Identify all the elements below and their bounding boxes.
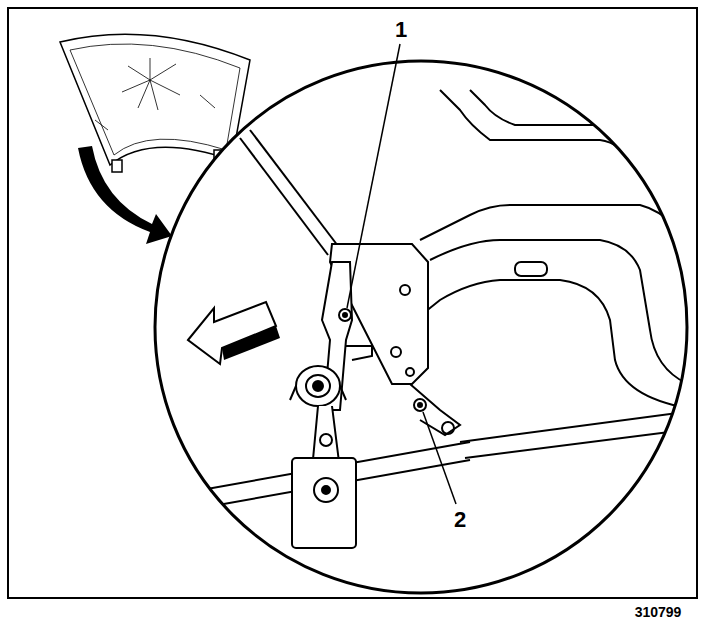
leader-line bbox=[423, 412, 456, 504]
callout-number: 2 bbox=[452, 508, 468, 532]
direction-arrow bbox=[78, 146, 172, 244]
figure-number: 310799 bbox=[633, 604, 684, 620]
callout-number: 1 bbox=[393, 18, 409, 42]
leader-line bbox=[347, 44, 400, 308]
frame bbox=[8, 8, 697, 598]
removal-arrow-shade bbox=[222, 326, 280, 360]
